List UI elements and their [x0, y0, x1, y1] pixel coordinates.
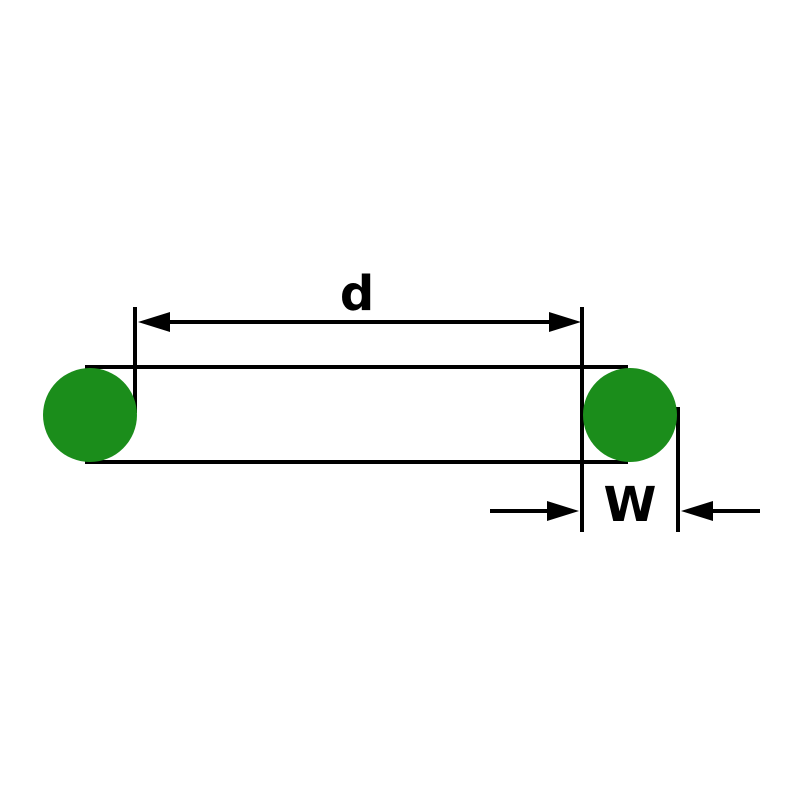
- oring-cross-section-left: [43, 368, 137, 462]
- oring-cross-section-right: [583, 368, 677, 462]
- width-label: W: [604, 477, 657, 533]
- diameter-label: d: [340, 266, 374, 322]
- width-arrowhead-left: [547, 501, 579, 521]
- diameter-arrowhead-right: [549, 312, 581, 332]
- width-arrowhead-right: [681, 501, 713, 521]
- diameter-arrowhead-left: [138, 312, 170, 332]
